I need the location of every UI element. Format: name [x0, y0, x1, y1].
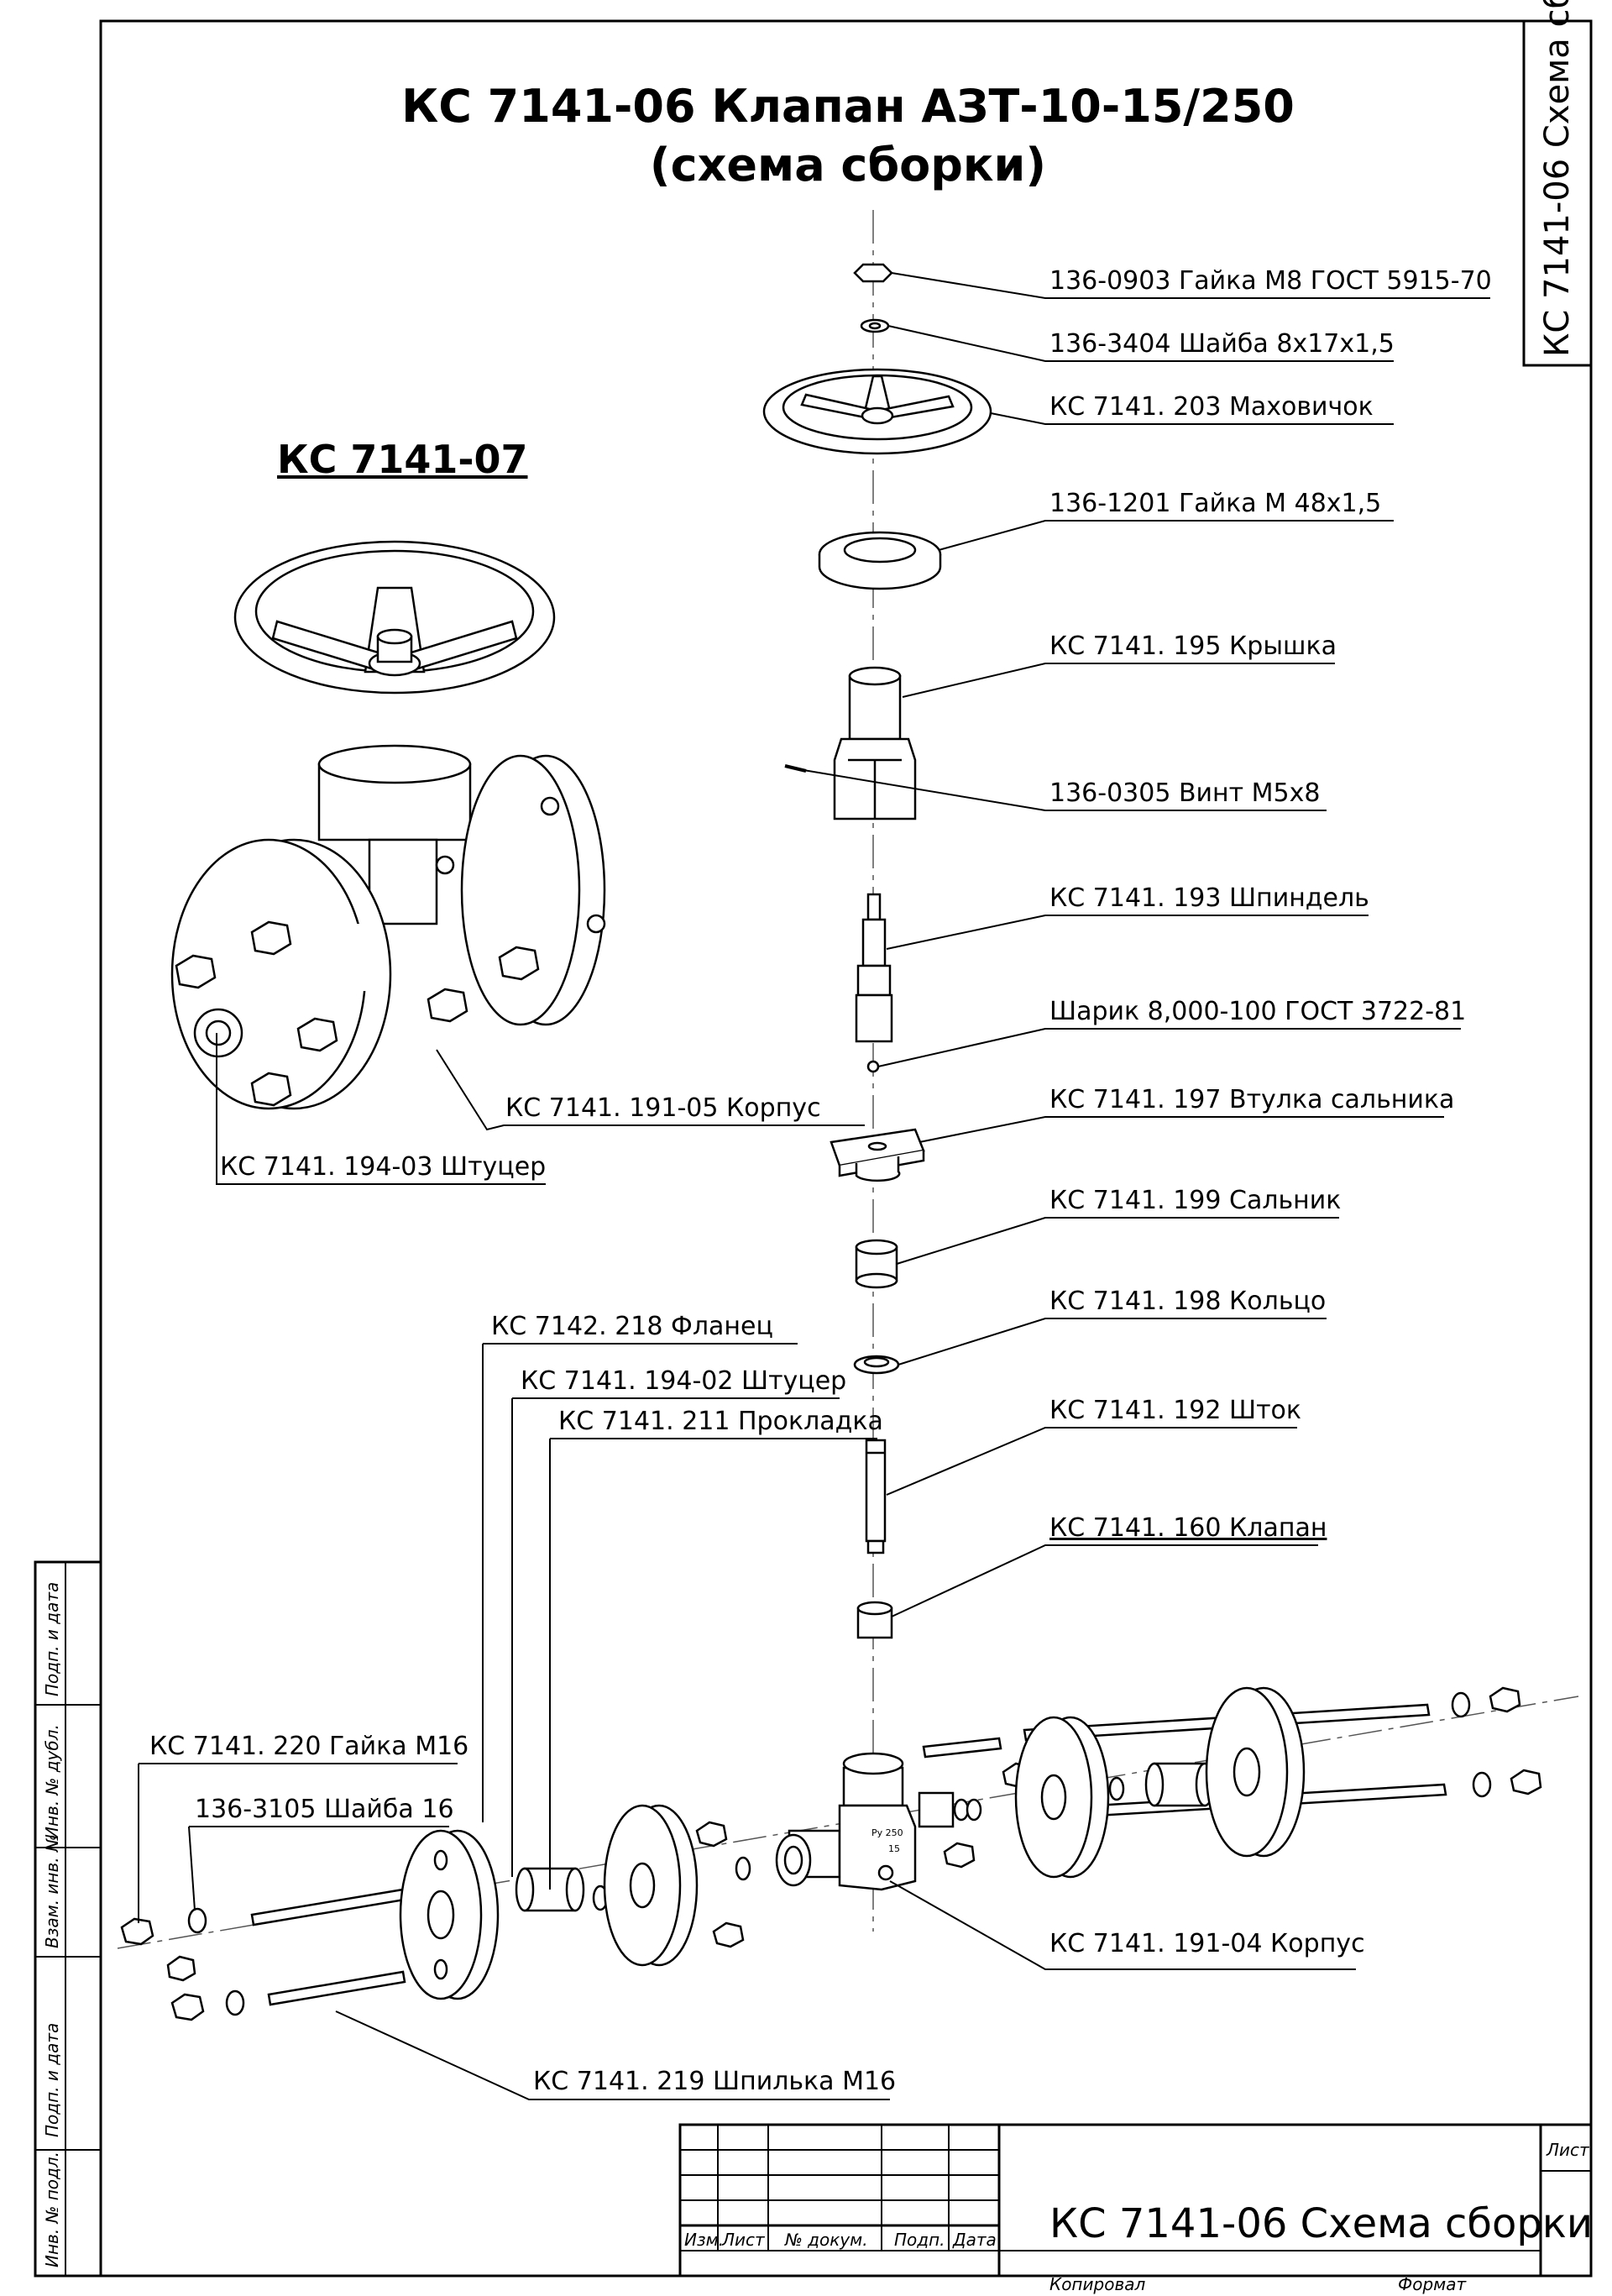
callout-cover: КС 7141. 195 Крышка: [1049, 632, 1337, 661]
nut-m8-part: [853, 263, 893, 283]
tb-format: Формат: [1398, 2274, 1467, 2294]
side-columns-box: [34, 1560, 102, 2278]
tb-sheet-label: Лист: [1547, 2140, 1589, 2160]
callout-gland: КС 7141. 199 Сальник: [1049, 1186, 1342, 1215]
callout-screw-m5: 136-0305 Винт М5х8: [1049, 778, 1321, 808]
callout-nut-m16: КС 7141. 220 Гайка М16: [149, 1732, 469, 1761]
stem-part: [865, 1439, 887, 1554]
side-col-podp-1: Подп. и дата: [42, 2022, 62, 2137]
spindle-part: [855, 893, 893, 1043]
tb-drawing-name: КС 7141-06 Схема сборки: [1049, 2200, 1594, 2247]
side-col-podp-2: Подп. и дата: [42, 1581, 62, 1696]
callout-ball: Шарик 8,000-100 ГОСТ 3722-81: [1049, 997, 1467, 1026]
callout-stem: КС 7141. 192 Шток: [1049, 1396, 1302, 1425]
callout-nut-m8: 136-0903 Гайка М8 ГОСТ 5915-70: [1049, 266, 1492, 296]
tb-header-izm: Изм.: [684, 2230, 725, 2250]
side-col-inv-dubl: Инв. № дубл.: [42, 1724, 62, 1839]
side-col-vzam: Взам. инв. №: [42, 1834, 62, 1948]
tb-header-podp: Подп.: [894, 2230, 945, 2250]
gland-bush-part: [830, 1128, 925, 1182]
cover-part: [833, 666, 917, 820]
fitting-right: [1144, 1762, 1215, 1807]
ball-part: [866, 1060, 880, 1073]
valve-part: [856, 1601, 893, 1639]
body-04-part: Py 250 15: [838, 1752, 917, 1891]
title-block: [678, 2123, 1593, 2278]
callout-fitting-02: КС 7141. 194-02 Штуцер: [521, 1366, 847, 1396]
callout-gland-bush: КС 7141. 197 Втулка сальника: [1049, 1085, 1455, 1114]
tb-header-list: Лист: [722, 2230, 765, 2250]
tb-header-doc: № докум.: [785, 2230, 868, 2250]
variant-07-view: [170, 540, 606, 1110]
svg-text:Py 250: Py 250: [871, 1827, 903, 1838]
callout-stud-m16: КС 7141. 219 Шпилька М16: [533, 2067, 897, 2096]
callout-washer-16: 136-3105 Шайба 16: [195, 1795, 454, 1824]
corner-stamp: КС 7141-06 Схема сборки: [1538, 0, 1577, 357]
side-col-inv-podl: Инв. № подл.: [42, 2152, 62, 2267]
tb-header-data: Дата: [953, 2230, 997, 2250]
flange-left: [399, 1829, 500, 2000]
title-line2: (схема сборки): [649, 139, 1047, 191]
callout-spindle: КС 7141. 193 Шпиндель: [1049, 883, 1369, 913]
tb-copied: Копировал: [1049, 2274, 1146, 2294]
svg-text:15: 15: [888, 1843, 900, 1854]
nut-m48-part: [818, 531, 942, 590]
callout-gasket: КС 7141. 211 Прокладка: [558, 1407, 883, 1436]
title-line1: КС 7141-06 Клапан АЗТ-10-15/250: [401, 80, 1295, 133]
flange-right: [1205, 1686, 1306, 1858]
callout-washer-8: 136-3404 Шайба 8х17х1,5: [1049, 329, 1395, 359]
fitting-left: [775, 1829, 841, 1887]
body-assembly: Py 250 15: [120, 1686, 1542, 2021]
variant-label: КС 7141-07: [277, 437, 528, 482]
callout-flange: КС 7142. 218 Фланец: [491, 1312, 773, 1341]
gland-part: [855, 1239, 898, 1289]
corner-stamp-box: [1522, 19, 1593, 367]
ring-part: [853, 1355, 900, 1375]
callout-ring: КС 7141. 198 Кольцо: [1049, 1287, 1327, 1316]
nut-m16-part: [120, 1917, 154, 1946]
flange-mid-left: [603, 1804, 699, 1967]
callout-nut-m48: 136-1201 Гайка М 48х1,5: [1049, 489, 1382, 518]
flange-mid-right: [1014, 1716, 1110, 1879]
callout-handwheel: КС 7141. 203 Маховичок: [1049, 392, 1374, 422]
handwheel-part: [762, 368, 992, 455]
leader-lines: [138, 272, 1490, 2100]
callout-valve: КС 7141. 160 Клапан: [1049, 1513, 1327, 1543]
callout-body-04: КС 7141. 191-04 Корпус: [1049, 1929, 1365, 1958]
exploded-parts: [762, 263, 992, 1639]
callout-fitting-03: КС 7141. 194-03 Штуцер: [220, 1152, 547, 1182]
callout-body-05: КС 7141. 191-05 Корпус: [505, 1093, 821, 1123]
